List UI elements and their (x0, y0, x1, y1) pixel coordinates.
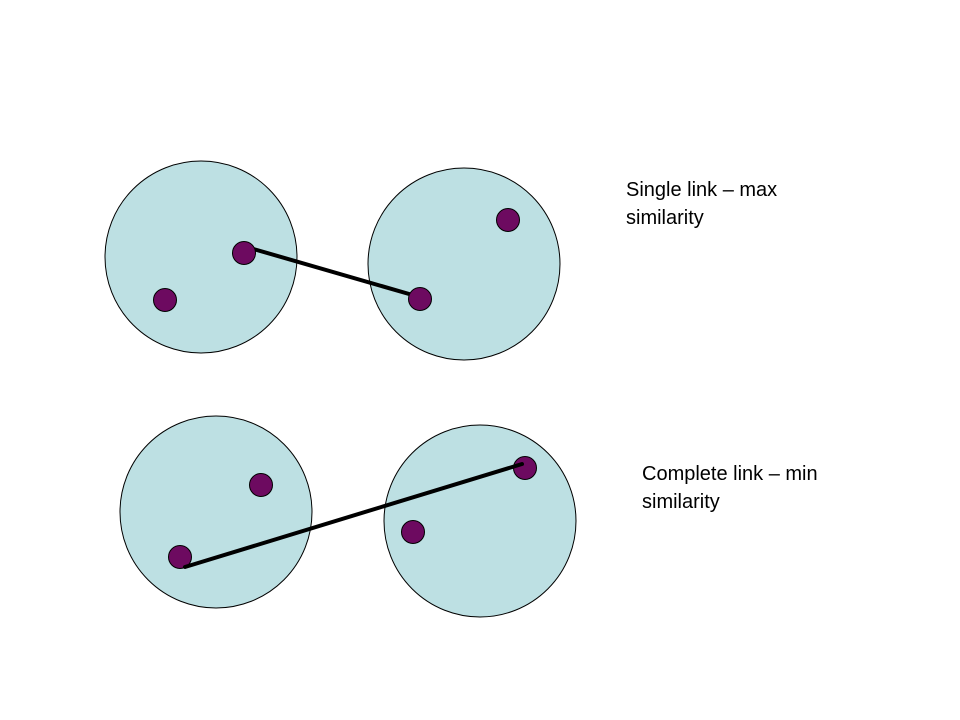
caption-line: Single link – max (626, 179, 778, 201)
single-link-example (104, 160, 561, 361)
point (401, 520, 425, 544)
single-link-caption: Single link – max similarity (626, 176, 777, 232)
caption-line: Complete link – min (642, 463, 818, 485)
complete-link-line (183, 462, 524, 569)
point (249, 473, 273, 497)
cluster-left-top (104, 160, 298, 354)
cluster-left-bottom (119, 415, 313, 609)
point (232, 241, 256, 265)
single-link-line (248, 246, 418, 298)
point (408, 287, 432, 311)
caption-line: similarity (642, 491, 720, 513)
point (153, 288, 177, 312)
complete-link-caption: Complete link – min similarity (642, 460, 818, 516)
point (168, 545, 192, 569)
point (496, 208, 520, 232)
cluster-right-top (367, 167, 561, 361)
complete-link-example (119, 415, 577, 618)
point (513, 456, 537, 480)
caption-line: similarity (626, 207, 704, 229)
